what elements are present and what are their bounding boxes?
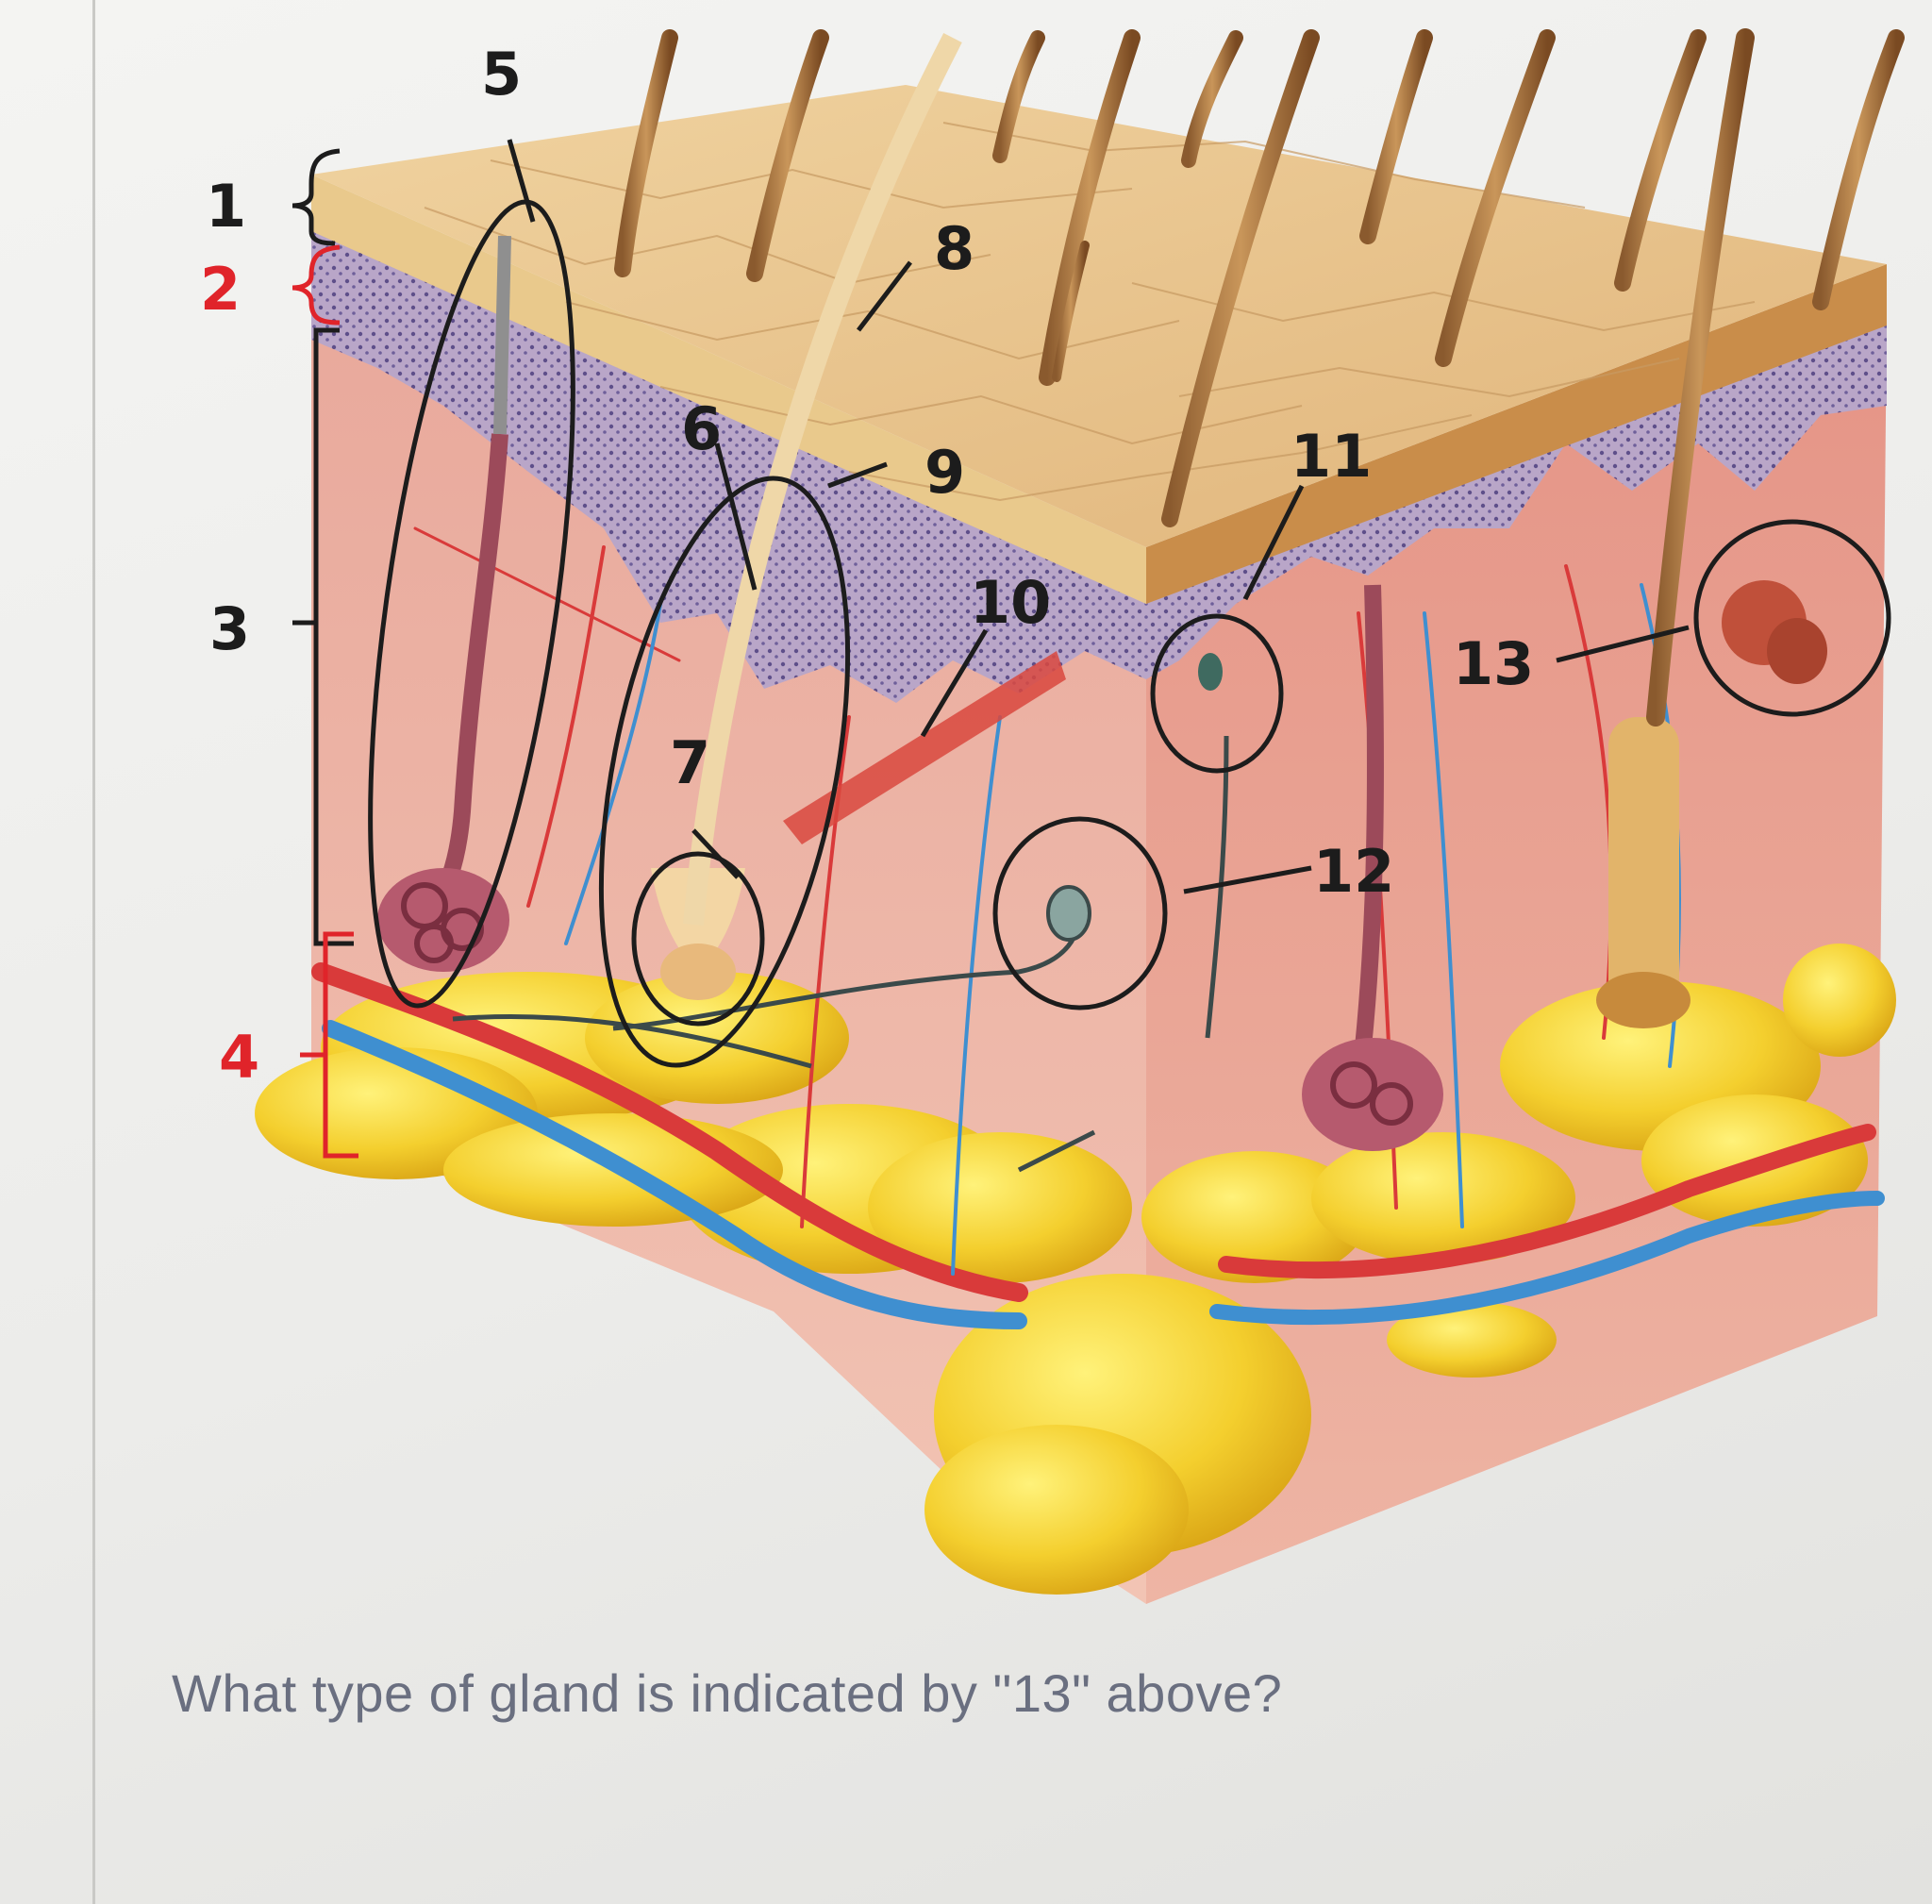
label-1: 1 (206, 172, 246, 241)
hair-shaft (683, 32, 962, 926)
leader-lines (507, 139, 1690, 894)
circle-7 (631, 851, 765, 1027)
label-13: 13 (1453, 629, 1534, 698)
epidermis-left (311, 226, 1146, 703)
hair-follicle-right (1596, 717, 1690, 1028)
label-2: 2 (200, 255, 241, 324)
hairs (614, 28, 1905, 727)
sweat-gland-right (1302, 584, 1443, 1151)
sebaceous-gland (1722, 580, 1827, 684)
question-text: What type of gland is indicated by "13" … (172, 1663, 1283, 1723)
annotation-shapes (368, 199, 1891, 1068)
oval-6 (598, 476, 851, 1068)
skin-cross-section-diagram: 1 2 3 4 5 6 7 8 9 10 11 12 13 (200, 28, 1905, 1604)
meissner-corpuscle (1198, 653, 1223, 691)
arteries (311, 526, 1876, 1302)
label-4: 4 (219, 1023, 259, 1092)
label-7: 7 (670, 728, 710, 797)
corneum-left (311, 175, 1146, 604)
label-8: 8 (934, 214, 974, 283)
arrector-pili-muscle (783, 651, 1066, 844)
label-3: 3 (209, 594, 250, 663)
label-5: 5 (481, 40, 522, 109)
layer-brackets (291, 148, 358, 1159)
circle-11 (1150, 613, 1284, 774)
pacinian-corpuscle (1046, 885, 1091, 942)
circle-12 (992, 816, 1168, 1010)
skin-block (255, 85, 1896, 1604)
page-edge (92, 0, 95, 1904)
label-9: 9 (924, 438, 965, 507)
sweat-pore-duct (493, 235, 511, 435)
label-6: 6 (681, 394, 722, 463)
sweat-gland-left (377, 433, 509, 972)
label-10: 10 (970, 568, 1051, 637)
label-12: 12 (1313, 837, 1394, 906)
label-11: 11 (1291, 422, 1372, 491)
dermis-right-face (1146, 316, 1887, 1604)
epidermis-right (1146, 316, 1887, 679)
circle-13 (1693, 519, 1891, 717)
label-group: 1 2 3 4 5 6 7 8 9 10 11 12 13 (200, 40, 1534, 1092)
